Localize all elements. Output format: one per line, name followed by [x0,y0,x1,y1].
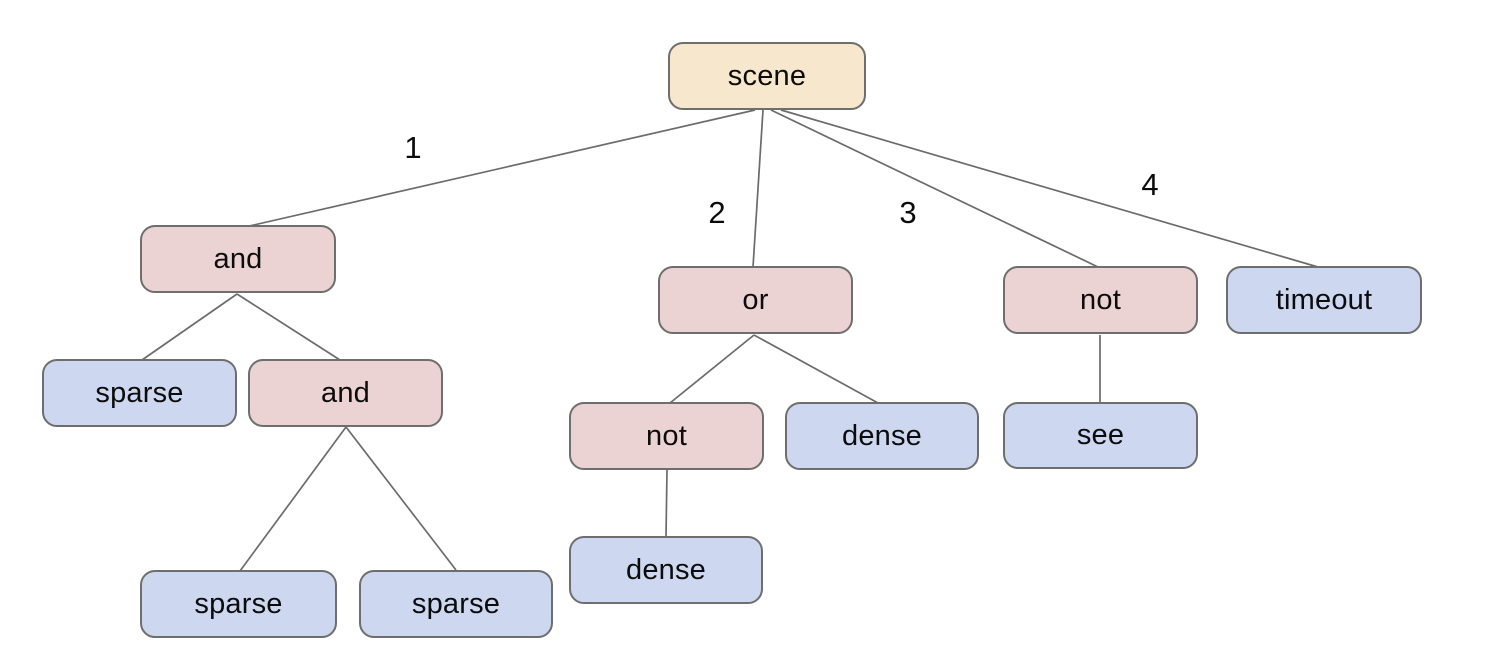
edge-and2-sparse-2 [345,426,457,571]
edge-and-and [236,293,341,361]
edge-and-sparse [141,293,238,361]
edge-label-4: 4 [1141,167,1159,202]
edge-scene-timeout [780,109,1319,268]
edge-or-not [669,334,755,404]
edge-label-3: 3 [899,195,917,230]
node-and: and [140,225,336,293]
node-not-under-or: not [569,402,764,470]
node-timeout: timeout [1226,266,1422,334]
node-scene: scene [668,42,866,110]
edge-or-dense [753,334,879,404]
edge-label-2: 2 [708,195,726,230]
edge-and2-sparse-1 [239,426,347,572]
edge-not2-dense [665,469,668,538]
node-dense-under-not: dense [569,536,763,604]
node-and-nested: and [248,359,443,427]
edge-scene-not [770,109,1099,268]
node-not: not [1003,266,1198,334]
node-see: see [1003,402,1198,469]
node-sparse-left: sparse [42,359,237,427]
edge-label-1: 1 [404,130,422,165]
node-dense-under-or: dense [785,402,979,470]
node-sparse-bottom-2: sparse [359,570,553,638]
node-sparse-bottom-1: sparse [140,570,337,638]
edge-scene-and [244,109,756,228]
node-or: or [658,266,853,334]
edge-scene-or [752,109,764,268]
